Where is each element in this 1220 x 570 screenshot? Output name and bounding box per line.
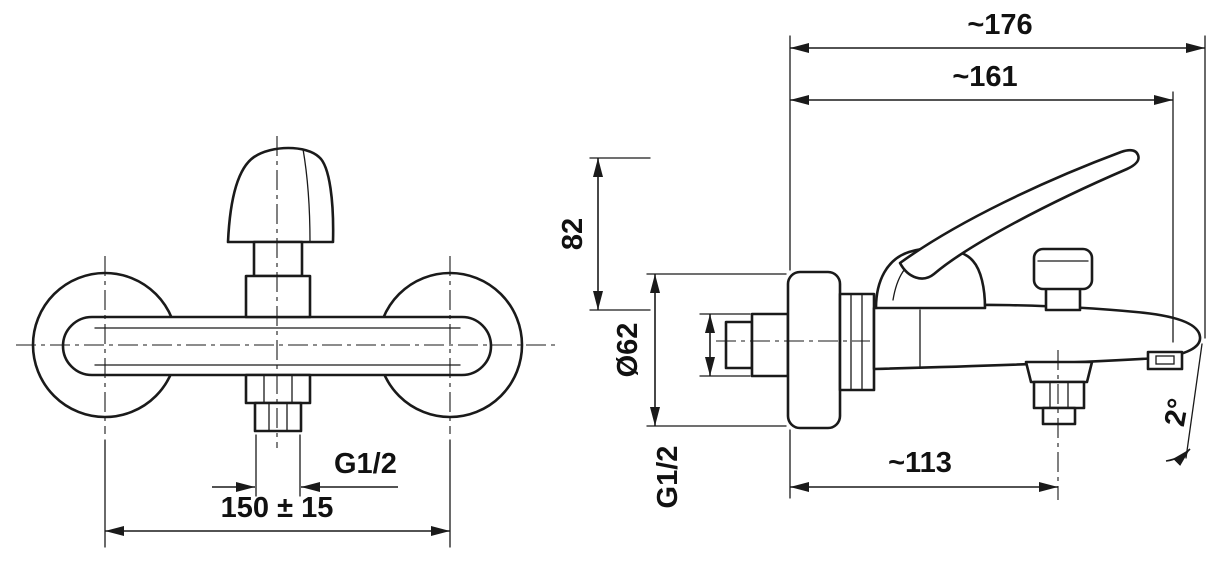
lever-blade-side <box>898 149 1140 280</box>
aerator <box>1146 350 1184 371</box>
handle-neck-upper <box>252 240 304 278</box>
mixer-body-side <box>872 303 1202 371</box>
diverter-stem <box>1044 286 1082 312</box>
outlet-nut-front <box>244 373 312 405</box>
outlet-offset-label: ~113 <box>888 447 952 479</box>
body-depth-label: ~161 <box>952 61 1017 93</box>
spout-angle-label: 2° <box>1159 396 1195 429</box>
handle-height-label: 82 <box>557 218 589 250</box>
inlet-thread-label: G1/2 <box>652 446 684 509</box>
front-thread-label: G1/2 <box>334 448 397 480</box>
lever-handle-front <box>226 146 335 244</box>
inlet-body-side <box>750 312 790 378</box>
spout-angle-arrow <box>1165 448 1191 466</box>
handle-neck-lower <box>244 274 312 319</box>
outlet-nut-facets <box>263 374 293 404</box>
shower-outlet-facets <box>1049 381 1069 409</box>
union-nut <box>838 292 876 392</box>
spout-angle-ref-line <box>1185 343 1203 459</box>
handle-facet-line <box>302 148 311 243</box>
mount-spacing-label: 150 ± 15 <box>221 492 334 524</box>
outlet-thread-facets <box>268 402 288 432</box>
inlet-thread-side <box>724 320 754 370</box>
shower-outlet-transition <box>1024 360 1094 384</box>
diverter-knob <box>1032 247 1094 291</box>
overall-depth-label: ~176 <box>967 9 1032 41</box>
union-nut-facets <box>850 293 863 391</box>
front-view: G1/2 150 ± 15 <box>16 136 560 548</box>
aerator-inner <box>1155 355 1175 365</box>
escutcheon-diameter-label: Ø62 <box>612 323 644 378</box>
side-view: ~176 ~161 82 Ø62 G1/2 ~113 2° <box>557 9 1206 509</box>
outlet-thread-front <box>253 401 303 433</box>
shower-outlet-tail <box>1041 406 1077 426</box>
shower-outlet-nut <box>1032 380 1086 410</box>
escutcheon-side <box>786 270 842 430</box>
